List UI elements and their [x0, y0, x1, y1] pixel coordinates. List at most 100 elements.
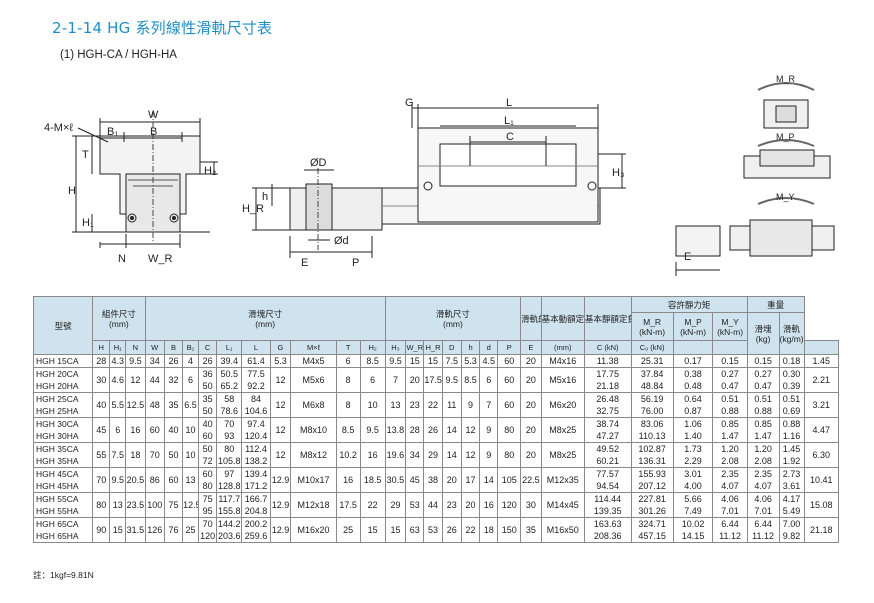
moment-unit-spacer — [712, 340, 748, 355]
table-cell: 12.9 — [269, 492, 292, 519]
cell-line: 128.8 — [217, 481, 241, 492]
table-cell: 21.18 — [803, 517, 840, 544]
table-cell: 1.45 — [803, 353, 840, 369]
table-cell: 30 — [92, 367, 111, 394]
table-cell: 100 — [144, 492, 165, 519]
cell-line: 49.52 — [596, 444, 619, 455]
table-cell: 6 — [479, 367, 499, 394]
table-cell: 60 — [497, 367, 522, 394]
table-cell: 22 — [423, 392, 443, 419]
table-cell: 13 — [182, 467, 200, 494]
moment-unit-spacer — [803, 340, 840, 355]
table-cell: 26 — [198, 353, 218, 369]
cell-line: 1.45 — [782, 444, 801, 455]
cell-line: 70 — [202, 519, 213, 530]
dimension-drawings: W B₁ B 4-M×ℓ H T H₁ H₂ N W_R — [0, 66, 874, 294]
table-cell: 9 — [479, 442, 499, 469]
table-cell: 86 — [144, 467, 165, 494]
table-cell: 23.5 — [125, 492, 146, 519]
table-cell: 15 — [359, 517, 386, 544]
cell-line: 9.82 — [782, 531, 801, 542]
cell-line: 47.27 — [596, 431, 619, 442]
cell-line: HGH 20HA — [36, 381, 79, 392]
table-cell: 70 — [144, 442, 165, 469]
cell-line: HGH 65CA — [36, 519, 79, 530]
dim-N-label: N — [118, 253, 126, 265]
cell-line: 2.08 — [754, 456, 772, 467]
cell-line: 3.61 — [782, 481, 801, 492]
table-cell: 28 — [92, 353, 111, 369]
cell-line: 203.6 — [217, 531, 241, 542]
sub-header: P — [497, 340, 522, 355]
cell-line: 259.6 — [244, 531, 268, 542]
cell-line: 2.35 — [721, 469, 739, 480]
table-cell: M8x12 — [290, 442, 337, 469]
sub-header: M×ℓ — [290, 340, 337, 355]
cell-line: 0.51 — [782, 394, 801, 405]
table-cell: 80 — [497, 417, 522, 444]
table-cell: 4.47 — [803, 417, 840, 444]
table-cell: M8x10 — [290, 417, 337, 444]
cell-line: 3.01 — [684, 469, 702, 480]
cell-line: HGH 65HA — [36, 531, 79, 542]
table-cell: 8.5 — [460, 367, 481, 394]
cell-line: 2.35 — [754, 469, 772, 480]
moment-mp-drawing — [743, 139, 831, 179]
cell-line: 80 — [224, 444, 235, 455]
table-cell: 0.17 — [672, 353, 714, 369]
table-cell: 30.5 — [384, 467, 407, 494]
table-cell: 80 — [92, 492, 111, 519]
cell-line: 0.48 — [684, 381, 702, 392]
cell-line: 2.08 — [721, 456, 739, 467]
table-cell: 48 — [144, 392, 165, 419]
table-cell: 16 — [479, 492, 499, 519]
cell-line: 50 — [202, 381, 213, 392]
table-cell: 10 — [182, 442, 200, 469]
table-cell: 13.8 — [384, 417, 407, 444]
table-cell: M10x17 — [290, 467, 337, 494]
table-cell: 7 — [384, 367, 407, 394]
cell-line: 11.12 — [719, 531, 741, 542]
cell-line: 117.7 — [218, 494, 241, 505]
cell-line: 114.44 — [594, 494, 622, 505]
sub-header: G — [269, 340, 292, 355]
table-cell: 14 — [479, 467, 499, 494]
table-cell: 30 — [520, 492, 542, 519]
dim-d-label: Ød — [334, 235, 349, 247]
cell-line: 39.4 — [220, 356, 238, 367]
cell-line: 17.75 — [596, 369, 619, 380]
cell-line: 7.01 — [754, 506, 772, 517]
cell-line: 457.15 — [638, 531, 666, 542]
table-cell: M4x5 — [290, 353, 337, 369]
table-cell: 8 — [335, 392, 361, 419]
sub-header: B₁ — [182, 340, 200, 355]
table-cell: 6.30 — [803, 442, 840, 469]
table-cell: 29 — [423, 442, 443, 469]
drawings-svg: W B₁ B 4-M×ℓ H T H₁ H₂ N W_R — [44, 74, 835, 276]
cell-line: 21.18 — [596, 381, 619, 392]
table-cell: 20 — [405, 367, 425, 394]
cell-line: 58 — [224, 394, 235, 405]
cell-line: 0.27 — [754, 369, 772, 380]
table-cell: 25 — [335, 517, 361, 544]
header-mr: M_R(kN-m) — [630, 312, 674, 341]
table-cell: 10 — [182, 417, 200, 444]
table-cell: 9 — [460, 392, 481, 419]
